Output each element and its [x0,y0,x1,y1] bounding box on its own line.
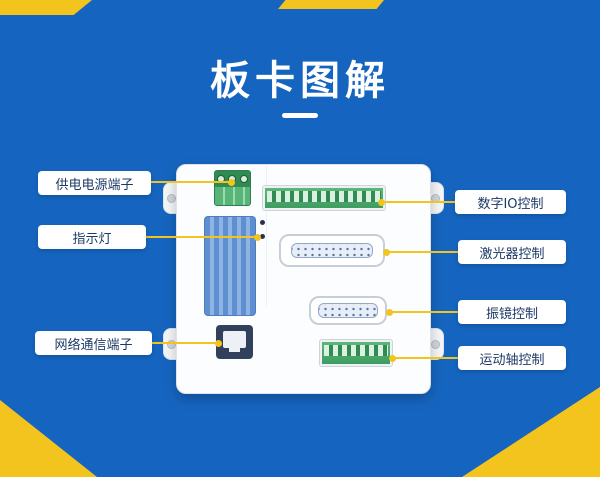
decor-top-middle-stripe [278,0,384,9]
callout-motion-axis-label: 运动轴控制 [458,346,566,370]
terminal-slots [324,345,388,356]
page-title: 板卡图解 [210,58,390,104]
terminal-slots [267,191,381,202]
callout-dot-digital-io [378,199,385,206]
callout-dot-network [215,340,222,347]
callout-line-indicator [146,236,258,238]
heatsink [204,216,256,316]
callout-dot-galvo [386,309,393,316]
indicator-led [260,234,265,239]
callout-laser-label: 激光器控制 [458,240,566,264]
callout-line-galvo [389,311,459,313]
screw-hole [167,193,176,203]
callout-line-network [151,342,219,344]
callout-line-digital-io [381,201,456,203]
ethernet-jack [223,331,246,352]
terminal-screw [240,175,249,183]
db25-connector [279,234,385,267]
decor-top-left-stripe [0,0,92,15]
digital-io-terminal [263,186,385,210]
decor-bottom-left-triangle [0,400,97,477]
title-divider [282,113,318,118]
power-terminal [214,170,251,206]
callout-dot-indicator [254,234,261,241]
callout-indicator-label: 指示灯 [38,225,146,249]
callout-power-label: 供电电源端子 [38,171,151,195]
screw-hole [431,339,440,349]
callout-dot-laser [383,249,390,256]
board-seam-line [266,166,317,306]
ethernet-port [216,325,253,359]
callout-network-label: 网络通信端子 [35,331,152,355]
db25-pins [291,243,373,258]
callout-line-power [150,181,232,183]
motion-axis-terminal [320,340,392,366]
callout-line-laser [386,251,459,253]
screw-hole [167,339,176,349]
indicator-led [260,220,265,225]
mounting-ear [427,328,444,360]
db15-connector [309,296,387,325]
decor-bottom-right-triangle [462,387,600,477]
callout-digital-io-label: 数字IO控制 [455,190,566,214]
callout-galvo-label: 振镜控制 [458,300,566,324]
db15-pins [318,303,378,318]
power-terminal-body [215,187,250,205]
callout-dot-motion-axis [389,355,396,362]
callout-dot-power [228,179,235,186]
callout-line-motion-axis [392,357,459,359]
